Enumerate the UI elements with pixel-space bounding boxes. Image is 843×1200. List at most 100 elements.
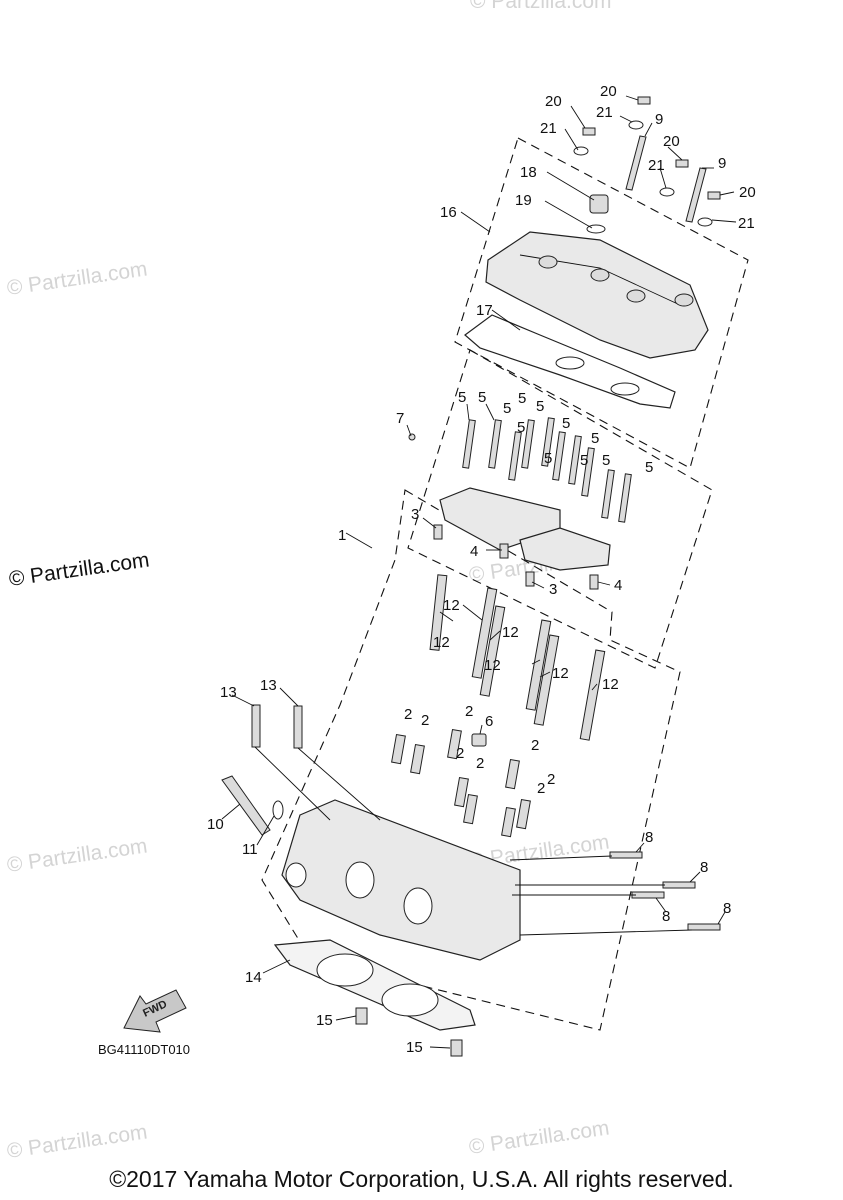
callout-12: 12	[443, 597, 460, 614]
callout-2: 2	[456, 745, 464, 762]
stud-8a	[609, 851, 643, 859]
callout-10: 10	[207, 816, 224, 833]
stud-8c	[631, 891, 665, 899]
cover-washer-1	[628, 120, 644, 130]
cover-bolt-3	[675, 159, 689, 168]
intake-port-1	[345, 861, 375, 899]
valve-cover	[485, 231, 709, 359]
callout-5: 5	[536, 398, 544, 415]
watermark-middle-left: © Partzilla.com	[7, 548, 150, 590]
callout-21: 21	[540, 120, 557, 137]
callout-2: 2	[537, 780, 545, 797]
callout-2: 2	[476, 755, 484, 772]
gasket-hole-1	[555, 356, 585, 370]
callout-18: 18	[520, 164, 537, 181]
callout-5: 5	[518, 390, 526, 407]
cover-gasket	[464, 314, 676, 409]
callout-5: 5	[602, 452, 610, 469]
cover-bolt-1	[637, 96, 651, 105]
dowel-4b	[589, 574, 599, 590]
callout-5: 5	[478, 389, 486, 406]
callout-2: 2	[404, 706, 412, 723]
o-ring	[586, 224, 606, 234]
gasket-bore-1	[316, 953, 374, 987]
callout-5: 5	[458, 389, 466, 406]
callout-12: 12	[602, 676, 619, 693]
cover-washer-2	[573, 146, 589, 156]
callout-5: 5	[544, 450, 552, 467]
side-port	[285, 862, 307, 888]
callout-8: 8	[723, 900, 731, 917]
leader-lines	[221, 95, 737, 1049]
plug-6	[471, 733, 487, 747]
callout-5: 5	[580, 452, 588, 469]
callout-16: 16	[440, 204, 457, 221]
callout-8: 8	[645, 829, 653, 846]
stud-8b	[662, 881, 696, 889]
callout-12: 12	[502, 624, 519, 641]
callout-14: 14	[245, 969, 262, 986]
bolt-10	[221, 775, 271, 836]
callout-5: 5	[591, 430, 599, 447]
watermark-lower-left: © Partzilla.com	[5, 834, 148, 876]
callout-9: 9	[655, 111, 663, 128]
watermark-bottom-left: © Partzilla.com	[5, 1120, 148, 1162]
callout-3: 3	[549, 581, 557, 598]
cover-boss-4	[674, 293, 694, 307]
callout-15: 15	[316, 1012, 333, 1029]
copyright-notice: ©2017 Yamaha Motor Corporation, U.S.A. A…	[109, 1166, 734, 1192]
cylinder-head	[281, 799, 521, 961]
watermark-top: © Partzilla.com	[470, 0, 612, 13]
callout-12: 12	[433, 634, 450, 651]
valve-cover-assembly-outline	[454, 137, 749, 469]
cover-boss-2	[590, 268, 610, 282]
callout-17: 17	[476, 302, 493, 319]
watermark-upper-left: © Partzilla.com	[5, 257, 148, 299]
callout-20: 20	[739, 184, 756, 201]
dowel-4a	[499, 543, 509, 559]
valve-guides	[391, 728, 531, 838]
dowel-15b	[450, 1039, 463, 1057]
cylinder-head-assembly-outline	[261, 489, 681, 1031]
callout-20: 20	[545, 93, 562, 110]
cover-boss-3	[626, 289, 646, 303]
callout-5: 5	[503, 400, 511, 417]
callout-2: 2	[531, 737, 539, 754]
camshaft-cap-right	[519, 527, 611, 571]
cap-bolts	[462, 417, 632, 523]
gasket-hole-2	[610, 382, 640, 396]
bolt-13b	[293, 705, 303, 749]
callout-2: 2	[421, 712, 429, 729]
cover-washer-4	[697, 217, 713, 227]
dowel-15a	[355, 1007, 368, 1025]
dowel-3a	[433, 524, 443, 540]
callout-2: 2	[547, 771, 555, 788]
callout-12: 12	[484, 657, 501, 674]
callout-12: 12	[552, 665, 569, 682]
callout-13: 13	[260, 677, 277, 694]
forward-arrow-icon: FWD	[123, 989, 187, 1033]
callout-21: 21	[648, 157, 665, 174]
spark-plug-2	[685, 167, 707, 223]
callout-20: 20	[663, 133, 680, 150]
callout-1: 1	[338, 527, 346, 544]
callout-4: 4	[614, 577, 622, 594]
callout-5: 5	[562, 415, 570, 432]
diagram-code: BG41110DT010	[98, 1042, 190, 1057]
callout-6: 6	[485, 713, 493, 730]
callout-2: 2	[465, 703, 473, 720]
callout-5: 5	[645, 459, 653, 476]
pin-7	[408, 433, 416, 441]
spark-plug-1	[625, 135, 647, 191]
callout-21: 21	[596, 104, 613, 121]
intake-port-2	[403, 887, 433, 925]
gasket-bore-2	[381, 983, 439, 1017]
callout-19: 19	[515, 192, 532, 209]
watermark-bottom-center: © Partzilla.com	[467, 1116, 610, 1158]
cover-bolt-2	[582, 127, 596, 136]
head-gasket	[273, 939, 476, 1031]
callout-13: 13	[220, 684, 237, 701]
callout-8: 8	[662, 908, 670, 925]
callout-7: 7	[396, 410, 404, 427]
